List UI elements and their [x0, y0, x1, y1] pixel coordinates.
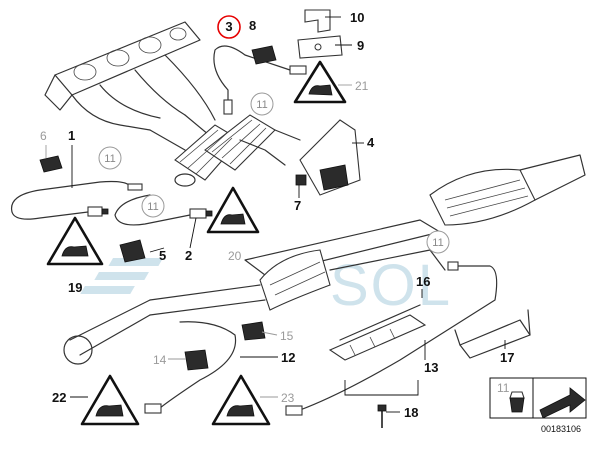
part-label-20: 20 — [228, 249, 242, 263]
part-label-10: 10 — [350, 10, 364, 25]
part-label-21: 21 — [355, 79, 369, 93]
rear-catalytic-converter — [63, 154, 586, 365]
bracket-4 — [295, 119, 361, 196]
clip-15 — [241, 321, 266, 341]
leader-lines — [45, 16, 506, 413]
reference-callouts-11: 11 11 11 11 — [98, 92, 450, 254]
part-label-7: 7 — [294, 198, 301, 213]
cable-17 — [454, 309, 531, 359]
part-label-14: 14 — [153, 353, 167, 367]
part-label-17: 17 — [500, 350, 514, 365]
ref-label-11-a: 11 — [256, 99, 267, 111]
watermark-logo — [80, 258, 164, 294]
part-label-23: 23 — [281, 391, 295, 405]
part-label-6: 6 — [40, 129, 47, 143]
part-label-3: 3 — [225, 19, 232, 34]
inset-label-11: 11 — [497, 381, 510, 395]
ref-label-11-d: 11 — [432, 237, 443, 249]
clip-8 — [251, 45, 277, 65]
part-labels: 8 10 9 21 1 6 4 7 5 2 20 19 16 15 14 12 … — [40, 10, 514, 420]
diagram-code: 00183106 — [541, 424, 581, 434]
front-catalytic-converters — [174, 114, 301, 187]
part-label-19: 19 — [68, 280, 82, 295]
part-label-12: 12 — [281, 350, 295, 365]
watermark-text: SOL — [330, 253, 452, 318]
part-label-8: 8 — [249, 18, 256, 33]
part-label-2: 2 — [185, 248, 192, 263]
part-label-9: 9 — [357, 38, 364, 53]
oxygen-sensor-1 — [10, 180, 143, 220]
ref-label-11-b: 11 — [104, 153, 115, 165]
part-label-1: 1 — [68, 128, 75, 143]
oxygen-sensor-2 — [114, 194, 213, 226]
inset-legend: 11 00183106 — [489, 377, 587, 434]
screw-18 — [377, 404, 387, 428]
oxygen-sensor-12 — [144, 321, 237, 414]
warning-triangle-22 — [80, 374, 140, 426]
ref-label-11-c: 11 — [147, 201, 158, 213]
part-label-15: 15 — [280, 329, 294, 343]
clip-14 — [184, 349, 209, 371]
warning-triangle-19 — [46, 216, 104, 266]
watermark: SOL — [80, 253, 452, 318]
part-label-18: 18 — [404, 405, 418, 420]
heat-shield-13 — [328, 304, 427, 361]
part-label-5: 5 — [159, 248, 166, 263]
part-label-13: 13 — [424, 360, 438, 375]
part-label-22: 22 — [52, 390, 66, 405]
bracket-10 — [297, 9, 343, 59]
warning-triangle-21 — [293, 60, 347, 104]
part-label-16: 16 — [416, 274, 430, 289]
highlight-callout-3: 3 — [217, 15, 241, 39]
warning-triangle-23 — [211, 374, 271, 426]
oxygen-sensor-16 — [285, 261, 498, 416]
part-label-4: 4 — [367, 135, 375, 150]
clip-6 — [39, 155, 63, 173]
oxygen-sensor-3 — [213, 45, 307, 115]
clip-5 — [119, 239, 146, 263]
warning-triangle-20 — [206, 186, 260, 234]
